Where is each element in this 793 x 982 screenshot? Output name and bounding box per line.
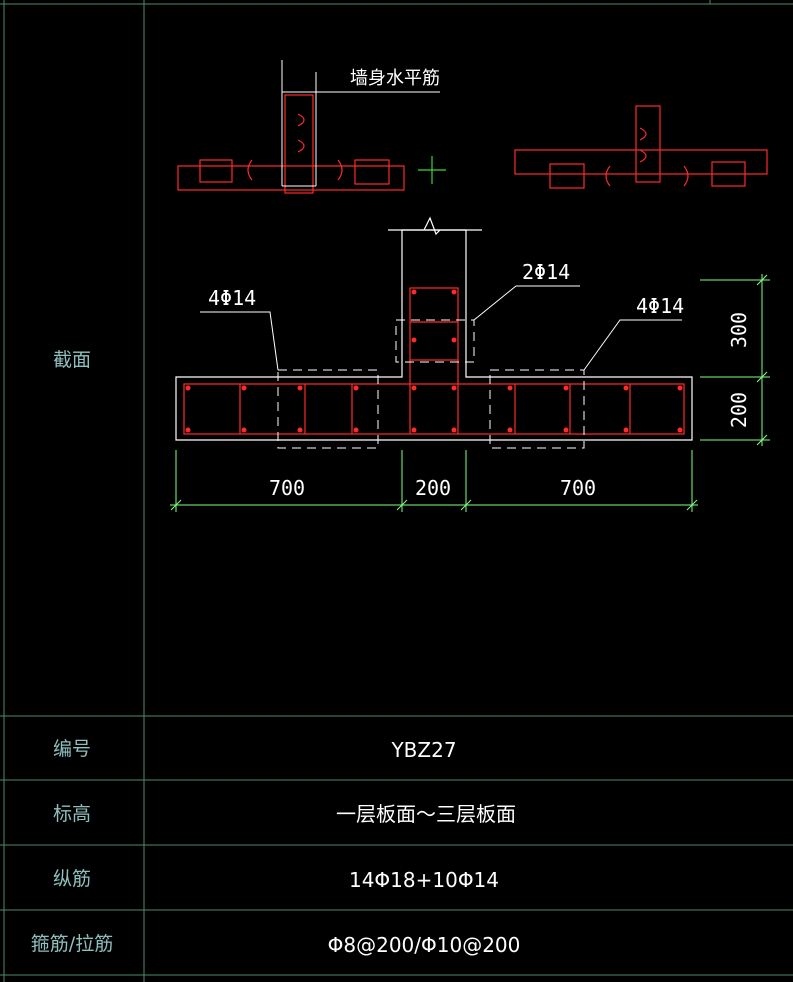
row-value-longitudinal: 14Φ18+10Φ14 <box>349 868 499 892</box>
row-value-elevation: 一层板面～三层板面 <box>336 802 516 826</box>
cursor-cross-icon <box>418 156 446 184</box>
dim-bottom-3: 700 <box>560 476 596 500</box>
dim-right-2: 200 <box>727 392 751 428</box>
row-label-stirrups: 箍筋/拉筋 <box>31 933 113 955</box>
dim-bottom-1: 700 <box>269 476 305 500</box>
section-label: 截面 <box>53 349 91 371</box>
detail-label: 墙身水平筋 <box>350 68 440 89</box>
row-label-longitudinal: 纵筋 <box>53 868 91 890</box>
dim-bottom-2: 200 <box>415 476 451 500</box>
detail-left: 墙身水平筋 <box>177 60 440 194</box>
callout-top: 2Φ14 <box>522 260 570 284</box>
row-value-id: YBZ27 <box>390 738 456 762</box>
dimensions <box>170 274 770 512</box>
callout-right: 4Φ14 <box>636 294 684 318</box>
row-label-id: 编号 <box>53 738 91 760</box>
main-section: 4Φ14 2Φ14 4Φ14 <box>175 216 693 449</box>
row-label-elevation: 标高 <box>53 803 91 825</box>
dim-right-1: 300 <box>727 312 751 348</box>
detail-right <box>514 105 768 189</box>
row-value-stirrups: Φ8@200/Φ10@200 <box>328 933 521 957</box>
callout-left: 4Φ14 <box>208 286 256 310</box>
